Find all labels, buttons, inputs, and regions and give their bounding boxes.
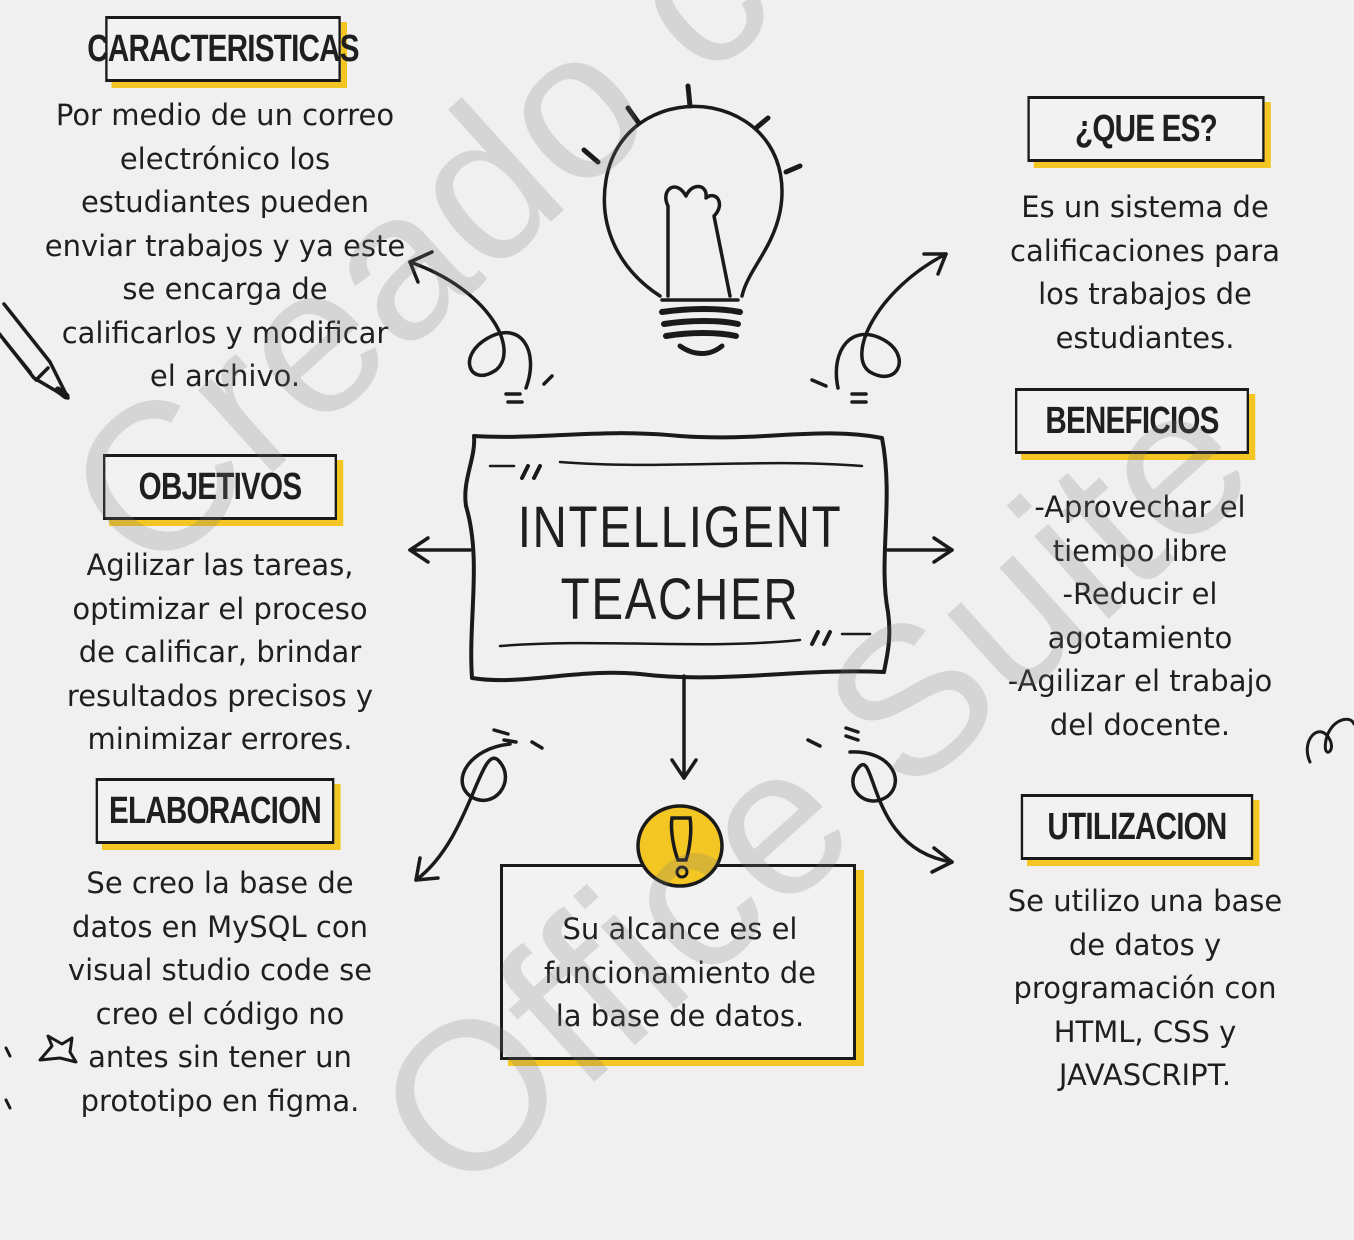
arrow-to-objetivos bbox=[408, 536, 472, 564]
arrow-to-elaboracion bbox=[414, 728, 544, 882]
caracteristicas-text: Por medio de un correo electrónico los e… bbox=[44, 98, 406, 393]
pencil-icon bbox=[0, 302, 70, 400]
que-es-title: ¿QUE ES? bbox=[1027, 96, 1265, 162]
beneficios-text: -Aprovechar el tiempo libre -Reducir el … bbox=[1007, 490, 1273, 742]
exclamation-icon bbox=[636, 804, 724, 888]
lightbulb-icon bbox=[581, 83, 803, 356]
arrow-to-beneficios bbox=[886, 536, 954, 564]
arrow-to-utilizacion bbox=[806, 726, 954, 874]
objetivos-title: OBJETIVOS bbox=[103, 454, 338, 520]
alcance-text: Su alcance es el funcionamiento de la ba… bbox=[544, 912, 816, 1033]
utilizacion-text: Se utilizo una base de datos y programac… bbox=[1007, 884, 1283, 1092]
objetivos-text: Agilizar las tareas, optimizar el proces… bbox=[66, 548, 374, 756]
arrow-to-caracteristicas bbox=[408, 250, 554, 404]
sparkle-icon bbox=[38, 1034, 78, 1064]
elaboracion-text: Se creo la base de datos en MySQL con vi… bbox=[67, 866, 373, 1118]
alcance-box bbox=[500, 864, 856, 1060]
elaboracion-title: ELABORACION bbox=[95, 778, 335, 844]
squiggle-decoration bbox=[1305, 717, 1354, 764]
center-title: INTELLIGENT TEACHER bbox=[517, 495, 843, 632]
que-es-text: Es un sistema de calificaciones para los… bbox=[1010, 190, 1280, 355]
arrow-to-que-es bbox=[810, 252, 948, 404]
caracteristicas-title: CARACTERISTICAS bbox=[87, 16, 360, 82]
beneficios-title: BENEFICIOS bbox=[1015, 388, 1249, 454]
arrow-to-alcance bbox=[670, 674, 698, 780]
center-frame bbox=[463, 431, 892, 683]
utilizacion-title: UTILIZACION bbox=[1020, 794, 1254, 860]
decorations bbox=[0, 83, 1354, 1110]
